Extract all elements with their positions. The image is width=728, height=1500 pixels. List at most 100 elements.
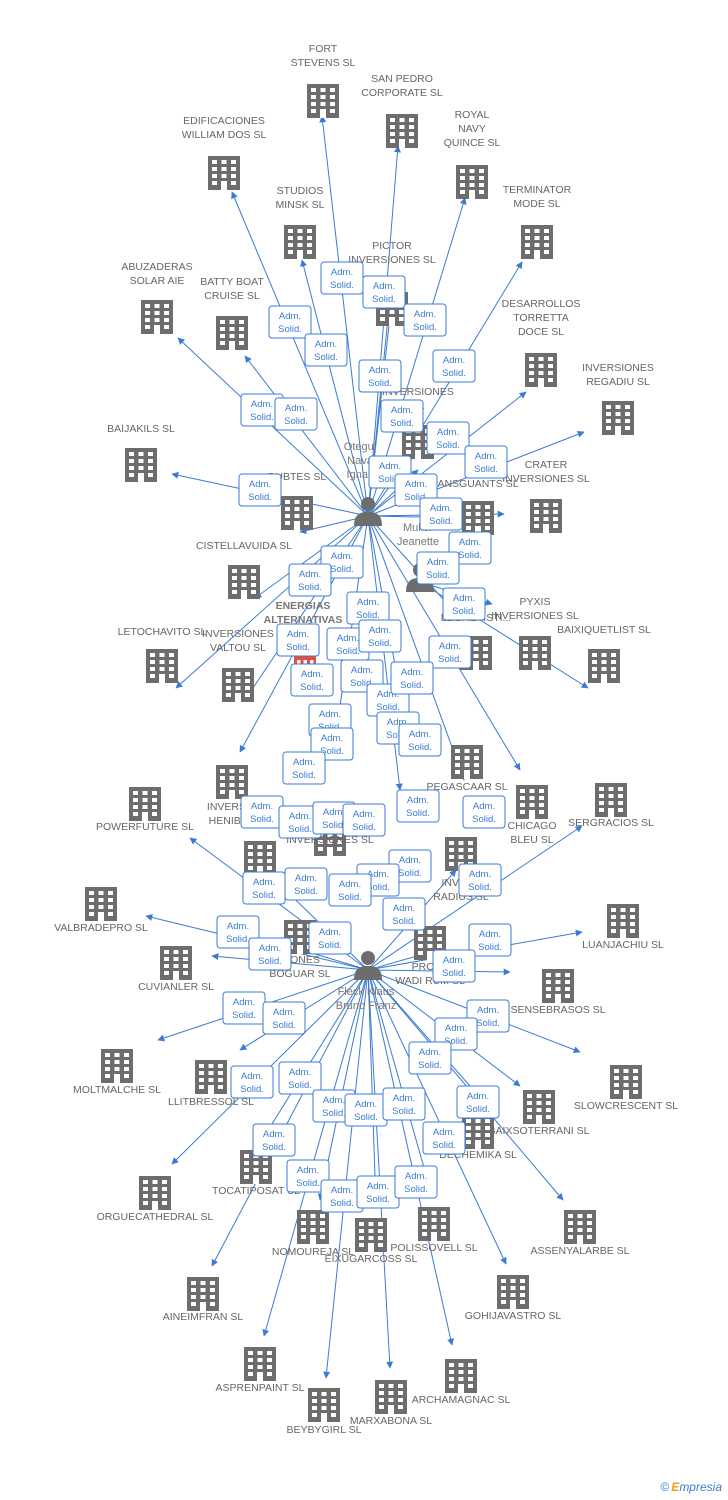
relation-label-adm-solid[interactable]: Adm.Solid. <box>320 1179 364 1213</box>
company-node[interactable]: MOLTMALCHE SL <box>73 1049 161 1096</box>
company-node[interactable]: MARXABONA SL <box>350 1380 432 1427</box>
relation-label-adm-solid[interactable]: Adm.Solid. <box>408 1041 452 1075</box>
relation-label-adm-solid[interactable]: Adm.Solid. <box>468 923 512 957</box>
relation-label-adm-solid[interactable]: Adm.Solid. <box>252 1123 296 1157</box>
relation-label-adm-solid[interactable]: Adm.Solid. <box>268 305 312 339</box>
relation-label-adm-solid[interactable]: Adm.Solid. <box>432 349 476 383</box>
relation-label-adm-solid[interactable]: Adm.Solid. <box>304 333 348 367</box>
company-node[interactable]: ARCHAMAGNAC SL <box>412 1359 511 1406</box>
relation-label-adm-solid[interactable]: Adm.Solid. <box>396 789 440 823</box>
company-node[interactable]: ASSENYALARBE SL <box>530 1210 630 1257</box>
relation-label-adm-solid[interactable]: Adm.Solid. <box>358 619 402 653</box>
relation-label-adm-solid[interactable]: Adm.Solid. <box>308 921 352 955</box>
company-node[interactable]: SLOWCRESCENT SL <box>574 1065 678 1112</box>
company-node[interactable]: NOMOUREJA SL <box>272 1210 354 1258</box>
relation-label-adm-solid[interactable]: Adm.Solid. <box>238 473 282 507</box>
company-node[interactable]: ANSGUANTS SL <box>437 478 519 535</box>
company-node[interactable]: SERGRACIOS SL <box>568 783 654 829</box>
relation-label-adm-solid[interactable]: Adm.Solid. <box>462 795 506 829</box>
company-node[interactable]: LUANJACHIU SL <box>582 904 664 951</box>
relation-label-adm-solid[interactable]: Adm.Solid. <box>282 751 326 785</box>
relation-label-adm-solid[interactable]: Adm.Solid. <box>290 663 334 697</box>
relation-label-adm-solid[interactable]: Adm.Solid. <box>382 897 426 931</box>
relation-label-adm-solid[interactable]: Adm.Solid. <box>278 805 322 839</box>
relation-label-adm-solid[interactable]: Adm.Solid. <box>458 863 502 897</box>
relation-label-adm-solid[interactable]: Adm.Solid. <box>416 551 460 585</box>
company-node[interactable]: POLISSOVELL SL <box>390 1207 478 1254</box>
relation-label-adm-solid[interactable]: Adm.Solid. <box>216 915 260 949</box>
company-node[interactable]: DUBTES SL <box>268 471 327 530</box>
company-node[interactable]: BAIXSOTERRANI SL <box>489 1090 590 1137</box>
company-node[interactable]: GOHIJAVASTRO SL <box>465 1275 562 1322</box>
company-node[interactable]: ASPRENPAINT SL <box>216 1347 305 1394</box>
relation-label-adm-solid[interactable]: Adm.Solid. <box>320 261 364 295</box>
relation-label-adm-solid[interactable]: Adm.Solid. <box>456 1085 500 1119</box>
relation-label-adm-solid[interactable]: Adm.Solid. <box>278 1061 322 1095</box>
company-node[interactable]: AINEIMFRAN SL <box>163 1277 244 1323</box>
relation-label-adm-solid[interactable]: Adm.Solid. <box>248 937 292 971</box>
relation-label-adm-solid[interactable]: Adm.Solid. <box>342 803 386 837</box>
relation-label-adm-solid[interactable]: Adm.Solid. <box>419 497 463 531</box>
relation-label-adm-solid[interactable]: Adm.Solid. <box>422 1121 466 1155</box>
company-node[interactable]: POWERFUTURE SL <box>96 787 194 833</box>
company-node[interactable]: BEYBYGIRL SL <box>287 1388 362 1436</box>
relation-label-adm-solid[interactable]: Adm.Solid. <box>394 1165 438 1199</box>
relation-label-adm-solid[interactable]: Adm.Solid. <box>390 661 434 695</box>
relation-label-adm-solid[interactable]: Adm.Solid. <box>358 359 402 393</box>
relation-label-adm-solid[interactable]: Adm.Solid. <box>432 949 476 983</box>
company-node[interactable]: BAIJAKILS SL <box>107 423 175 482</box>
company-node[interactable]: TOCATIPOSAT SL <box>212 1150 300 1197</box>
company-node[interactable]: EIXUGARCOSS SL <box>325 1218 418 1265</box>
company-node[interactable]: PEGASCAAR SL <box>426 745 508 793</box>
relation-label-adm-solid[interactable]: Adm.Solid. <box>230 1065 274 1099</box>
company-node[interactable]: CUVIANLER SL <box>138 946 214 993</box>
footer-brand[interactable]: ©Empresia <box>660 1480 722 1494</box>
relation-label-adm-solid[interactable]: Adm.Solid. <box>356 1175 400 1209</box>
relation-label-adm-solid[interactable]: Adm.Solid. <box>276 623 320 657</box>
company-node[interactable]: LLITBRESSOL SL <box>168 1060 254 1108</box>
company-node[interactable]: LETOCHAVITO SL <box>118 626 207 683</box>
relation-label-adm-solid[interactable]: Adm.Solid. <box>240 795 284 829</box>
relation-label-adm-solid[interactable]: Adm.Solid. <box>346 591 390 625</box>
relation-label-adm-solid[interactable]: Adm.Solid. <box>344 1093 388 1127</box>
relation-label-adm-solid[interactable]: Adm.Solid. <box>242 871 286 905</box>
company-node[interactable]: BAIXIQUETLIST SL <box>557 624 651 683</box>
relation-label-adm-solid[interactable]: Adm.Solid. <box>442 587 486 621</box>
relation-label-adm-solid[interactable]: Adm.Solid. <box>362 275 406 309</box>
relation-label-adm-solid[interactable]: Adm.Solid. <box>428 635 472 669</box>
company-node[interactable]: VALBRADEPRO SL <box>54 887 148 934</box>
relation-label-adm-solid[interactable]: Adm.Solid. <box>274 397 318 431</box>
relation-label-adm-solid[interactable]: Adm.Solid. <box>262 1001 306 1035</box>
relation-label-adm-solid[interactable]: Adm.Solid. <box>284 867 328 901</box>
relation-label-adm-solid[interactable]: Adm.Solid. <box>398 723 442 757</box>
company-node[interactable]: ORGUECATHEDRAL SL <box>97 1176 214 1223</box>
company-node[interactable]: SENSEBRASOS SL <box>510 969 606 1016</box>
relation-label-adm-solid[interactable]: Adm.Solid. <box>380 399 424 433</box>
relation-label-adm-solid[interactable]: Adm.Solid. <box>328 873 372 907</box>
relation-label-adm-solid[interactable]: Adm.Solid. <box>403 303 447 337</box>
relation-label-adm-solid[interactable]: Adm.Solid. <box>382 1087 426 1121</box>
relation-label-adm-solid[interactable]: Adm.Solid. <box>464 445 508 479</box>
company-node[interactable]: CISTELLAVUIDA SL <box>196 540 292 599</box>
relation-label-adm-solid[interactable]: Adm.Solid. <box>222 991 266 1025</box>
relation-label-adm-solid[interactable]: Adm.Solid. <box>286 1159 330 1193</box>
relation-label-adm-solid[interactable]: Adm.Solid. <box>288 563 332 597</box>
relation-label-adm-solid[interactable]: Adm.Solid. <box>426 421 470 455</box>
